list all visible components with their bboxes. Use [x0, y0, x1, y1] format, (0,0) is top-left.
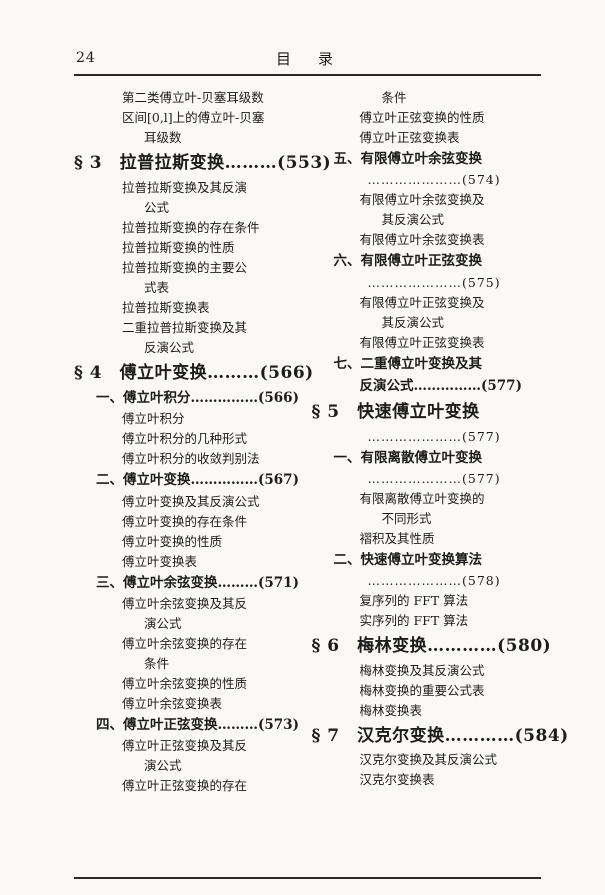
toc-entry: 傅立叶积分的几种形式 — [122, 431, 248, 447]
toc-entry: …………………(577) — [367, 470, 501, 486]
toc-entry: 傅立叶余弦变换的性质 — [122, 675, 248, 691]
toc-entry: 公式 — [144, 199, 170, 215]
page-number: 24 — [76, 50, 96, 66]
footer-rule — [74, 877, 541, 879]
toc-entry: 汉克尔变换表 — [359, 772, 435, 788]
toc-entry: 五、有限傅立叶余弦变换 — [333, 151, 483, 167]
toc-entry: 其反演公式 — [381, 212, 445, 228]
toc-entry: § 5 快速傅立叶变换 — [311, 402, 480, 423]
toc-entry: 七、二重傅立叶变换及其 — [333, 355, 483, 372]
toc-entry: 梅林变换的重要公式表 — [359, 682, 485, 698]
toc-entry: 拉普拉斯变换的性质 — [122, 239, 235, 255]
toc-entry: 演公式 — [144, 615, 182, 631]
toc-entry: 二、快速傅立叶变换算法 — [333, 551, 483, 568]
toc-entry: 区间[0,l]上的傅立叶-贝塞 — [122, 110, 265, 125]
toc-entry: 傅立叶积分的收敛判别法 — [122, 451, 260, 467]
toc-entry: 有限离散傅立叶变换的 — [359, 490, 485, 506]
toc-entry: 演公式 — [144, 758, 182, 774]
toc-entry: § 7 汉克尔变换…………(584) — [311, 725, 569, 746]
toc-entry: 傅立叶变换的性质 — [122, 533, 223, 549]
toc-entry: 褶积及其性质 — [359, 530, 435, 546]
toc-left-column: 第二类傅立叶-贝塞耳级数区间[0,l]上的傅立叶-贝塞耳级数 § 3 拉普拉斯变换… — [74, 88, 332, 796]
toc-entry: 傅立叶变换表 — [122, 553, 198, 569]
toc-entry: 复序列的 FFT 算法 — [359, 593, 469, 609]
toc-columns: 第二类傅立叶-贝塞耳级数区间[0,l]上的傅立叶-贝塞耳级数 § 3 拉普拉斯变换… — [74, 88, 569, 796]
toc-entry: 二重拉普拉斯变换及其 — [122, 319, 248, 335]
toc-entry: 有限傅立叶正弦变换及 — [359, 294, 485, 310]
toc-entry: 汉克尔变换及其反演公式 — [359, 752, 498, 768]
toc-entry: 有限傅立叶正弦变换表 — [359, 334, 485, 350]
toc-entry: 六、有限傅立叶正弦变换 — [333, 253, 483, 270]
toc-right-column: 条件傅立叶正弦变换的性质傅立叶正弦变换表五、有限傅立叶余弦变换 …………………(5… — [308, 88, 569, 796]
toc-entry: 耳级数 — [144, 130, 182, 145]
toc-entry: § 6 梅林变换…………(580) — [311, 636, 552, 657]
toc-entry: …………………(578) — [367, 573, 501, 589]
toc-entry: 傅立叶余弦变换及其反 — [122, 595, 248, 611]
toc-entry: 第二类傅立叶-贝塞耳级数 — [122, 90, 264, 105]
toc-entry: 拉普拉斯变换的主要公 — [122, 259, 248, 275]
toc-entry: 傅立叶正弦变换的性质 — [359, 110, 485, 125]
toc-entry: 条件 — [381, 90, 407, 105]
toc-entry: 二、傅立叶变换……………(567) — [96, 472, 299, 489]
toc-entry: 拉普拉斯变换表 — [122, 299, 210, 315]
toc-entry: 傅立叶余弦变换表 — [122, 695, 223, 711]
page-title: 目 录 — [275, 50, 339, 68]
toc-entry: 有限傅立叶余弦变换及 — [359, 192, 485, 208]
toc-entry: 傅立叶正弦变换及其反 — [122, 738, 248, 754]
toc-entry: § 4 傅立叶变换………(566) — [74, 362, 314, 383]
toc-entry: 三、傅立叶余弦变换………(571) — [96, 574, 299, 591]
header-rule — [74, 74, 541, 76]
toc-entry: 拉普拉斯变换的存在条件 — [122, 219, 260, 235]
toc-entry: 反演公式……………(577) — [359, 377, 522, 394]
toc-entry: 一、傅立叶积分……………(566) — [96, 390, 299, 406]
toc-entry: 傅立叶积分 — [122, 411, 185, 427]
toc-entry: 有限傅立叶余弦变换表 — [359, 232, 485, 248]
toc-entry: 傅立叶变换的存在条件 — [122, 513, 248, 529]
toc-entry: 条件 — [144, 655, 170, 671]
page-inner: 24 目 录 第二类傅立叶-贝塞耳级数区间[0,l]上的傅立叶-贝塞耳级数 § 3… — [74, 48, 569, 796]
toc-entry: 拉普拉斯变换及其反演 — [122, 179, 248, 195]
running-head: 24 目 录 — [74, 48, 541, 70]
toc-entry: 实序列的 FFT 算法 — [359, 613, 469, 629]
toc-entry: 傅立叶变换及其反演公式 — [122, 493, 260, 509]
toc-entry: 傅立叶正弦变换的存在 — [122, 778, 248, 794]
toc-entry: 不同形式 — [381, 510, 432, 526]
toc-entry: 梅林变换表 — [359, 702, 423, 718]
toc-entry: 梅林变换及其反演公式 — [359, 662, 485, 678]
toc-entry: …………………(577) — [367, 428, 501, 444]
toc-entry: …………………(574) — [367, 172, 501, 188]
toc-entry: 傅立叶正弦变换表 — [359, 130, 460, 145]
toc-entry: 一、有限离散傅立叶变换 — [333, 449, 483, 466]
toc-entry: 式表 — [144, 279, 170, 295]
toc-entry: 四、傅立叶正弦变换………(573) — [96, 716, 299, 733]
toc-entry: …………………(575) — [367, 274, 501, 290]
toc-entry: § 3 拉普拉斯变换………(553) — [74, 153, 332, 173]
toc-entry: 傅立叶余弦变换的存在 — [122, 635, 248, 651]
toc-entry: 反演公式 — [144, 339, 195, 355]
toc-entry: 其反演公式 — [381, 314, 445, 330]
